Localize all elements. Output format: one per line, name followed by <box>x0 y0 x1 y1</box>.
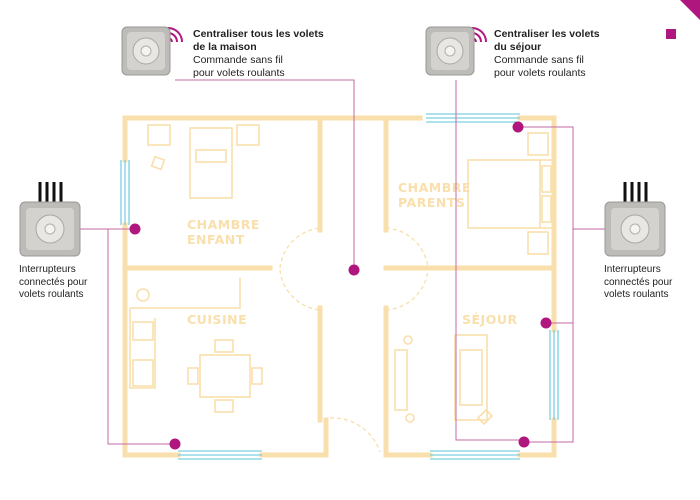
room-label-chambre-parents-1: CHAMBRE <box>398 180 471 195</box>
corner-decoration <box>680 0 700 20</box>
windows <box>120 113 559 460</box>
door-arcs <box>279 227 429 453</box>
callout-title-2: de la maison <box>193 41 257 53</box>
corner-square <box>666 26 676 39</box>
room-label-chambre-enfant-2: ENFANT <box>187 232 245 247</box>
callout-title-2: du séjour <box>494 41 542 53</box>
wireless-remote-icon <box>424 25 496 82</box>
callout-whole-house: Centraliser tous les volets de la maison… <box>193 28 324 80</box>
callout-title: Centraliser tous les volets <box>193 28 324 40</box>
callout-living-room: Centraliser les volets du séjour Command… <box>494 28 600 80</box>
furniture <box>129 124 554 426</box>
side-label-line-3: volets roulants <box>19 289 84 300</box>
side-label-line-2: connectés pour <box>19 276 88 288</box>
side-label-line-1: Interrupteurs <box>604 264 661 275</box>
side-label-left: Interrupteurs connectés pour volets roul… <box>19 264 87 302</box>
callout-line-1: Commande sans fil <box>494 54 584 66</box>
wireless-remote-icon <box>120 25 192 82</box>
wired-switch-icon <box>18 180 82 263</box>
connection-dots <box>129 121 552 450</box>
room-label-cuisine: CUISINE <box>187 312 247 327</box>
room-label-chambre-parents-2: PARENTS <box>398 195 465 210</box>
side-label-line-3: volets roulants <box>604 289 669 300</box>
side-label-right: Interrupteurs connectés pour volets roul… <box>604 264 672 302</box>
callout-line-2: pour volets roulants <box>494 67 586 79</box>
wired-switch-icon <box>603 180 667 263</box>
callout-line-1: Commande sans fil <box>193 54 283 66</box>
wires <box>80 79 605 445</box>
side-label-line-1: Interrupteurs <box>19 264 76 275</box>
callout-line-2: pour volets roulants <box>193 67 285 79</box>
callout-title: Centraliser les volets <box>494 28 600 40</box>
side-label-line-2: connectés pour <box>604 276 673 288</box>
walls <box>122 115 557 458</box>
room-label-sejour: SÉJOUR <box>462 312 518 327</box>
room-label-chambre-enfant-1: CHAMBRE <box>187 217 260 232</box>
